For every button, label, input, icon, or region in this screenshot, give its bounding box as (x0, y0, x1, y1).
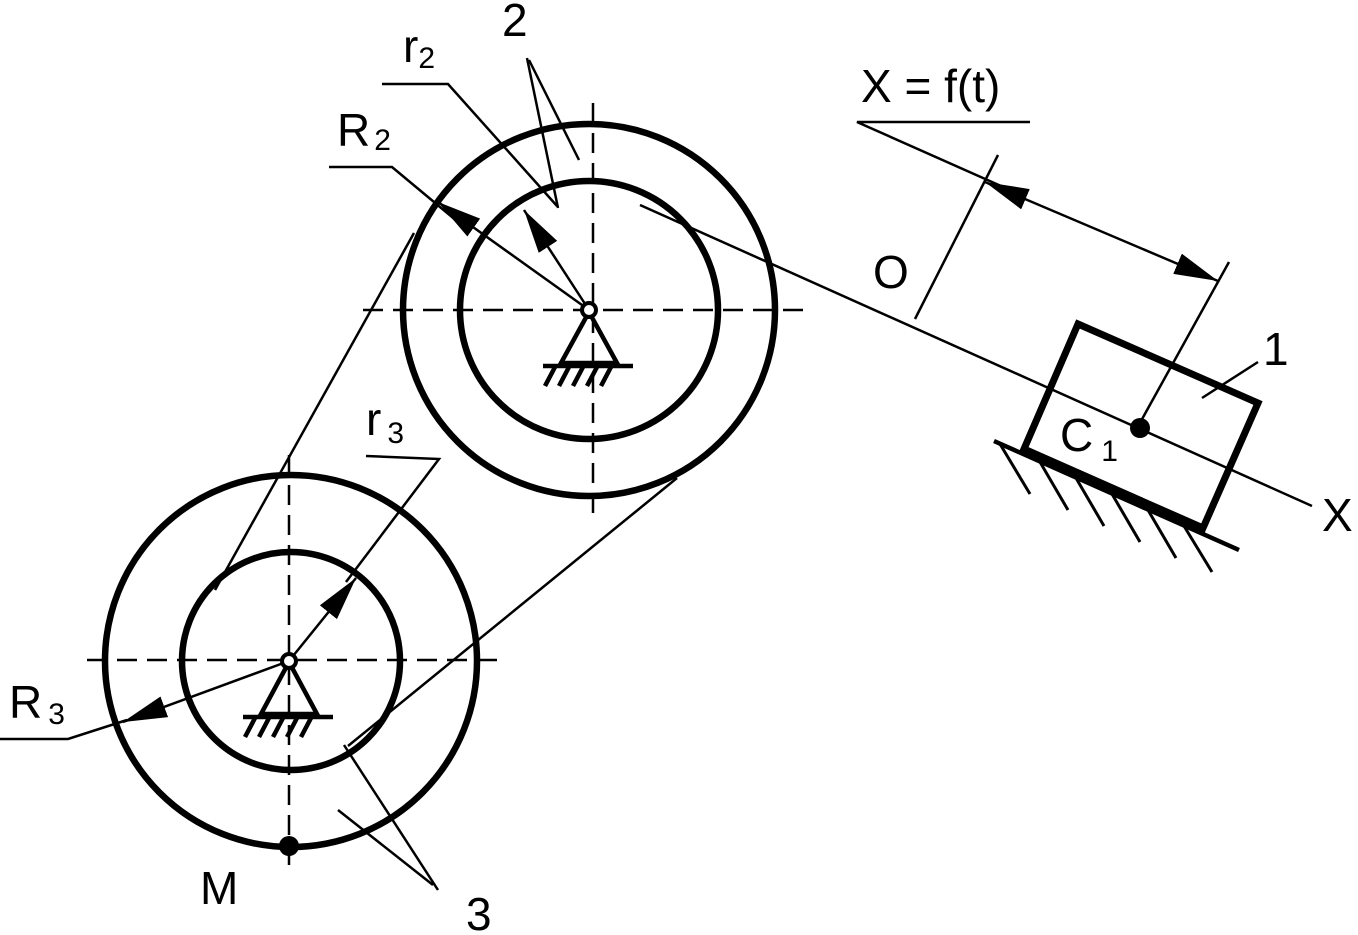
block-1-body (1019, 319, 1263, 533)
radius-R2-arrow (437, 200, 590, 312)
belts (213, 203, 1313, 747)
belt-upper-left (213, 232, 416, 591)
support-wheel-3 (243, 657, 333, 739)
belt-lower-right (347, 477, 678, 747)
leader-law (856, 120, 1030, 188)
label-r2: r2 (403, 20, 435, 75)
leaders (0, 57, 1259, 891)
support-wheel-2 (543, 307, 633, 388)
radius-r3-arrow (288, 577, 357, 662)
incline-surface (993, 438, 1240, 553)
axle-wheel-3 (280, 652, 298, 670)
extension-line-C1 (1139, 261, 1231, 422)
label-2: 2 (502, 0, 528, 46)
label-M: M (200, 862, 238, 914)
radius-R3-arrow (122, 659, 290, 724)
leader-3-b (337, 809, 434, 886)
leader-2-a (527, 59, 581, 161)
leader-1 (1201, 360, 1259, 400)
label-3: 3 (466, 888, 492, 935)
point-C1-dot (1130, 418, 1150, 438)
extension-line-origin (913, 154, 1000, 320)
displacement-dimension (913, 154, 1231, 422)
displacement-arrow (984, 180, 1219, 283)
leader-3-a (342, 744, 440, 891)
leader-R2 (329, 165, 459, 223)
label-X: X (1322, 489, 1353, 541)
rope-to-block (639, 203, 1313, 508)
radius-r2-arrow (522, 209, 591, 311)
wheel-2 (363, 103, 812, 520)
label-O: O (873, 246, 909, 298)
block-1 (993, 319, 1263, 573)
label-law: X = f(t) (861, 60, 1000, 112)
incline-hatch (998, 443, 1214, 573)
leader-2-b (525, 57, 560, 209)
leader-R3 (0, 718, 128, 741)
leader-r2 (382, 82, 558, 207)
leader-r3 (345, 454, 442, 583)
label-1: 1 (1263, 323, 1289, 375)
point-M-dot (279, 836, 299, 856)
axle-wheel-2 (580, 301, 598, 319)
